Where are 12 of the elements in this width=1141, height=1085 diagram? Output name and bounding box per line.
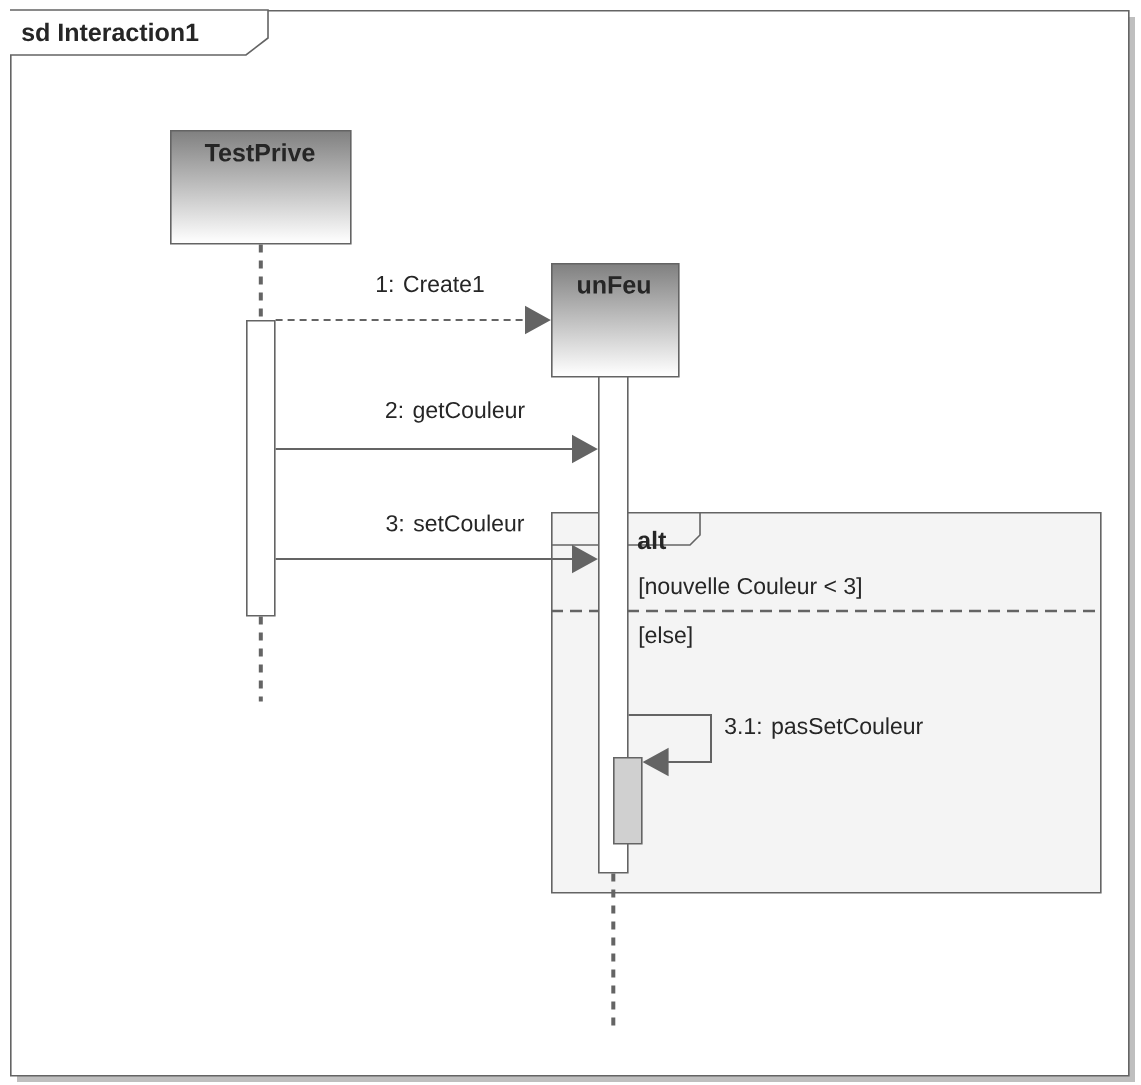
lifeline-head: TestPrive <box>170 130 352 245</box>
lifeline <box>258 244 263 320</box>
message-arrow <box>627 714 712 777</box>
activation-bar <box>613 757 643 845</box>
activation-bar <box>246 320 276 617</box>
lifeline <box>611 873 616 1027</box>
message-label: 1: Create1 <box>373 273 487 295</box>
message-label: 2: getCouleur <box>382 399 528 425</box>
activation-bar <box>598 376 629 874</box>
message-label: 3.1: pasSetCouleur <box>722 715 926 741</box>
lifeline <box>258 616 263 702</box>
lifeline-head: unFeu <box>551 263 680 378</box>
